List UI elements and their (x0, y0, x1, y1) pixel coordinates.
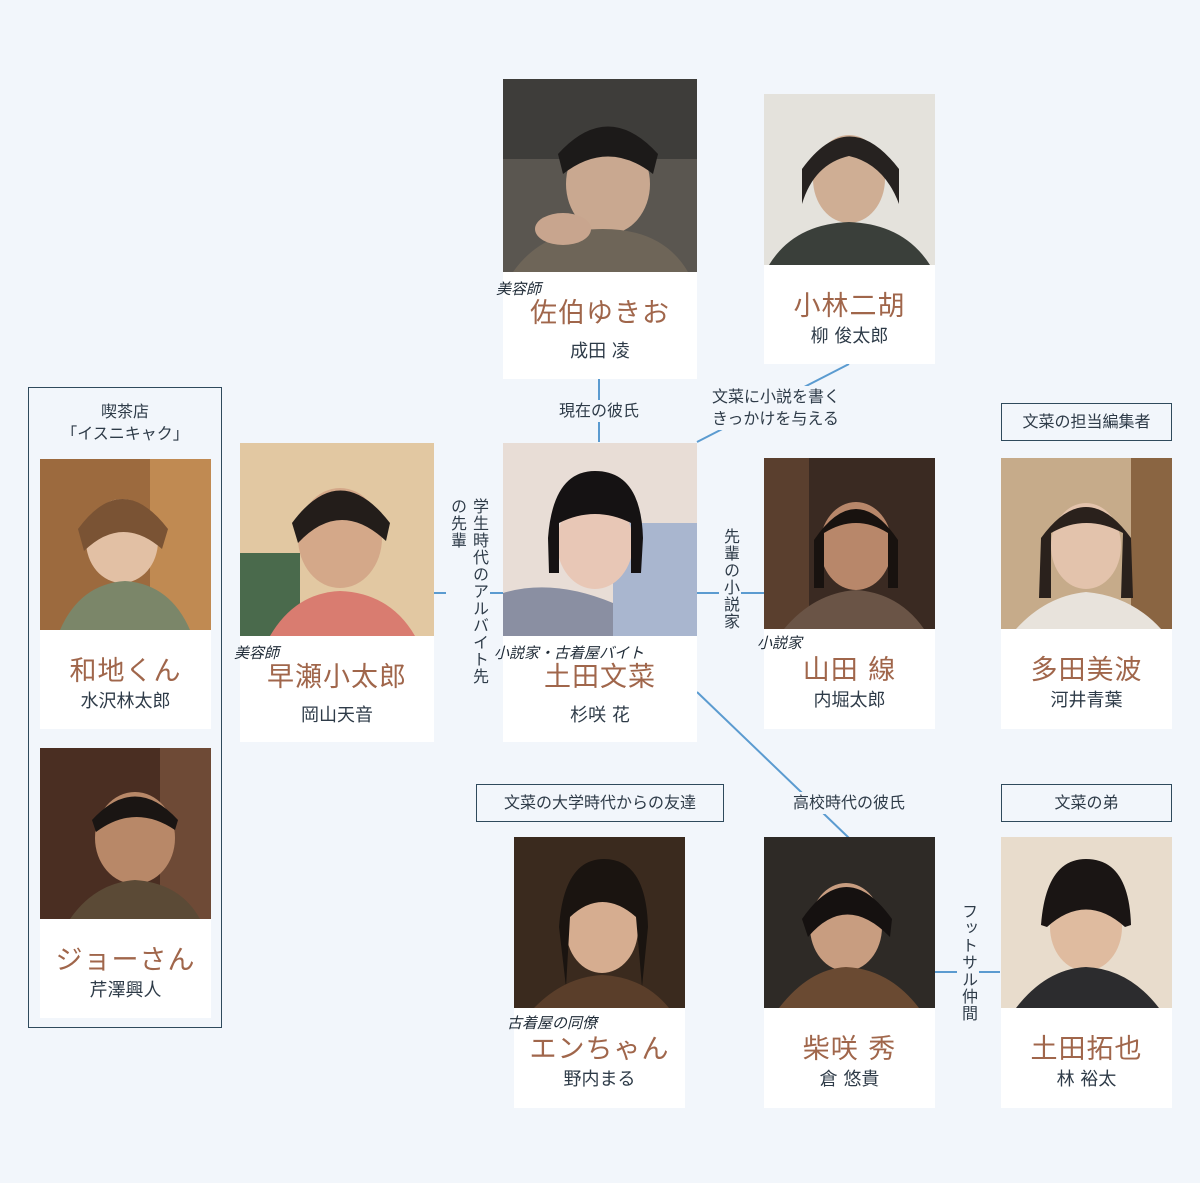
actor-name: 河井青葉 (1001, 686, 1172, 712)
character-card-tada[interactable]: 多田美波 河井青葉 (1001, 458, 1172, 729)
actor-name: 内堀太郎 (764, 686, 935, 712)
portrait-photo (503, 443, 697, 636)
actor-name: 芹澤興人 (40, 976, 211, 1002)
character-name: 山田 線 (764, 648, 935, 687)
portrait-photo (240, 443, 434, 636)
portrait-photo (764, 837, 935, 1008)
tag-brother: 文菜の弟 (1001, 784, 1172, 822)
role-label-yamada: 小説家 (757, 632, 802, 653)
label-part-time-senpai: 学生時代のアルバイト先の先輩 (446, 498, 490, 688)
character-card-hayase[interactable]: 早瀬小太郎 岡山天音 (240, 443, 434, 742)
actor-name: 杉咲 花 (503, 701, 697, 727)
character-card-takuya[interactable]: 土田拓也 林 裕太 (1001, 837, 1172, 1108)
character-name: 和地くん (40, 649, 211, 688)
label-novel-trigger-line2: きっかけを与える (712, 408, 839, 430)
actor-name: 林 裕太 (1001, 1065, 1172, 1091)
portrait-photo (1001, 837, 1172, 1008)
portrait-photo (40, 748, 211, 919)
character-card-wachi[interactable]: 和地くん 水沢林太郎 (40, 459, 211, 729)
character-name: 土田拓也 (1001, 1027, 1172, 1066)
label-futsal: フットサル仲間 (957, 903, 979, 1043)
portrait-photo (40, 459, 211, 630)
portrait-photo (514, 837, 685, 1008)
character-name: 柴咲 秀 (764, 1027, 935, 1066)
label-novel-senpai: 先輩の小説家 (719, 528, 741, 663)
character-name: 多田美波 (1001, 648, 1172, 687)
tag-editor: 文菜の担当編集者 (1001, 403, 1172, 441)
character-card-en[interactable]: エンちゃん 野内まる (514, 837, 685, 1108)
character-card-shibasaki[interactable]: 柴咲 秀 倉 悠貴 (764, 837, 935, 1108)
character-card-saeki[interactable]: 佐伯ゆきお 成田 凌 (503, 79, 697, 379)
character-card-yamada[interactable]: 山田 線 内堀太郎 (764, 458, 935, 729)
role-label-en: 古着屋の同僚 (507, 1012, 597, 1033)
actor-name: 倉 悠貴 (764, 1065, 935, 1091)
character-name: ジョーさん (40, 938, 211, 977)
character-card-kobayashi[interactable]: 小林二胡 柳 俊太郎 (764, 94, 935, 364)
portrait-photo (764, 458, 935, 629)
role-label-saeki: 美容師 (496, 278, 541, 299)
character-card-tsuchida[interactable]: 土田文菜 杉咲 花 (503, 443, 697, 742)
actor-name: 岡山天音 (240, 701, 434, 727)
role-label-hayase: 美容師 (234, 642, 279, 663)
label-boyfriend-now: 現在の彼氏 (548, 400, 650, 422)
actor-name: 水沢林太郎 (40, 687, 211, 713)
tag-university-friend: 文菜の大学時代からの友達 (476, 784, 724, 822)
role-label-tsuchida: 小説家・古着屋バイト (494, 642, 644, 663)
portrait-photo (503, 79, 697, 272)
actor-name: 柳 俊太郎 (764, 322, 935, 348)
portrait-photo (1001, 458, 1172, 629)
label-novel-trigger-line1: 文菜に小説を書く (712, 386, 840, 408)
character-name: 小林二胡 (764, 284, 935, 323)
portrait-photo (764, 94, 935, 265)
actor-name: 野内まる (514, 1065, 685, 1091)
label-hs-boyfriend: 高校時代の彼氏 (776, 792, 922, 814)
actor-name: 成田 凌 (503, 337, 697, 363)
cafe-header-line2: 「イスニキャク」 (29, 420, 221, 444)
cafe-header-line1: 喫茶店 (29, 398, 221, 422)
character-card-joe[interactable]: ジョーさん 芹澤興人 (40, 748, 211, 1018)
